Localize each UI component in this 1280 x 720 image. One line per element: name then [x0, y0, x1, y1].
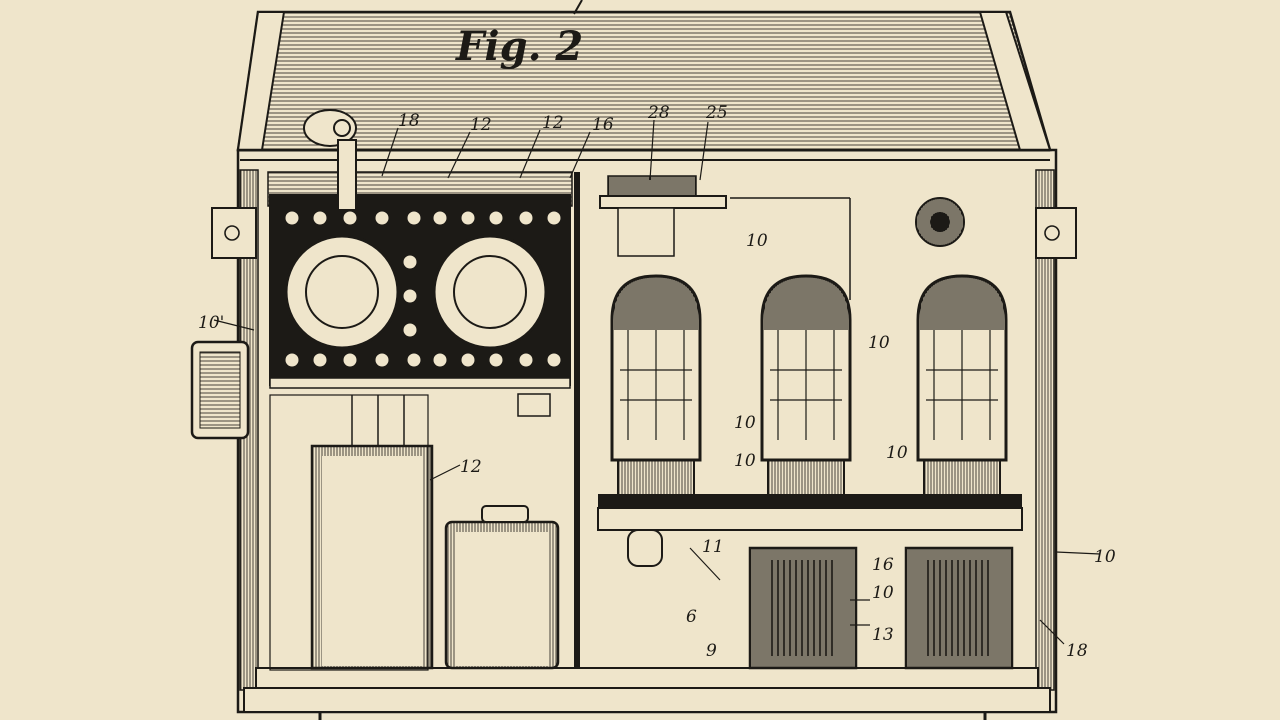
control-panel — [267, 109, 573, 389]
ref-label-10-prime: 10' — [198, 313, 224, 333]
ref-label-10-wire: 10 — [868, 333, 890, 353]
ref-label-10-tube1b: 10 — [734, 451, 756, 471]
vacuum-tubes — [597, 175, 1023, 567]
ref-label-16-coil: 16 — [872, 555, 894, 575]
ref-label-10-tube1: 10 — [734, 413, 756, 433]
ref-label-12-canister: 12 — [460, 457, 482, 477]
figure-title: Fig. 2 — [455, 23, 583, 70]
leader-lines — [213, 119, 1101, 645]
cabinet-body — [190, 148, 1077, 720]
ref-label-9: 9 — [706, 641, 717, 661]
ref-label-18-base: 18 — [1066, 641, 1088, 661]
coils — [748, 546, 1014, 670]
ref-label-10-wall: 10 — [1094, 547, 1116, 567]
ref-label-10-bracket: 10 — [746, 231, 768, 251]
ref-label-10-tube3: 10 — [886, 443, 908, 463]
figure-labels: Fig. 2 18 12 12 16 28 25 10' 12 10 10 10… — [198, 23, 1116, 661]
ref-label-13: 13 — [872, 625, 894, 645]
ref-label-16: 16 — [592, 115, 614, 135]
ref-label-12: 12 — [470, 115, 492, 135]
ref-label-18: 18 — [398, 111, 420, 131]
ref-label-11: 11 — [702, 537, 724, 557]
cabinet-lid — [236, 0, 1052, 161]
left-canisters — [269, 172, 580, 671]
ref-label-10-coil: 10 — [872, 583, 894, 603]
ref-label-25: 25 — [705, 103, 728, 123]
ref-label-12-secondary: 12 — [542, 113, 564, 133]
ref-label-6: 6 — [686, 607, 697, 627]
ref-label-28: 28 — [647, 103, 670, 123]
